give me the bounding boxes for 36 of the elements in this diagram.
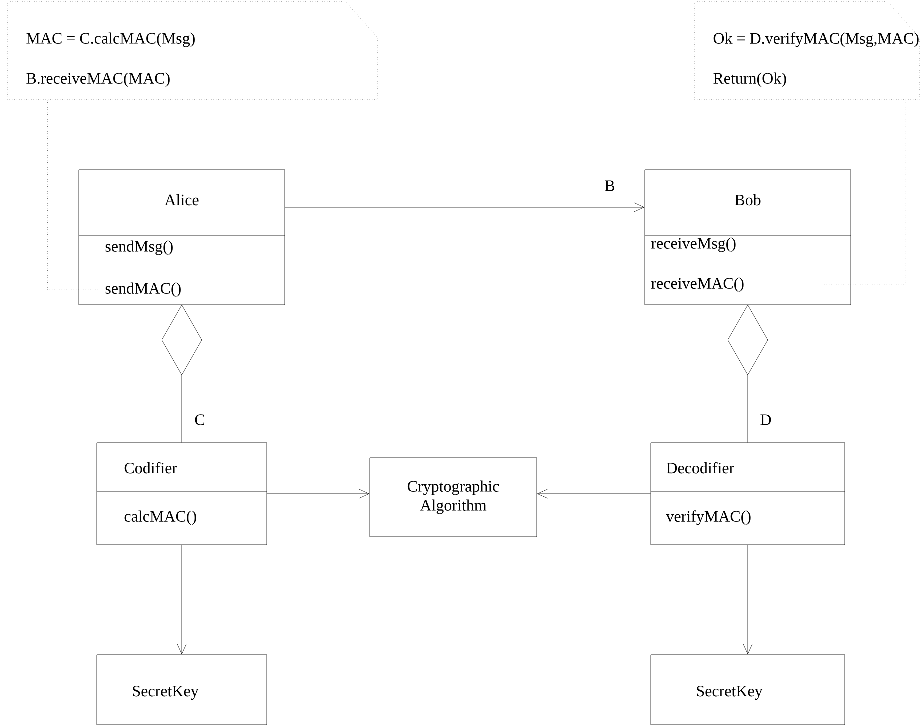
note-text: Return(Ok) [714,72,786,88]
edge-label: C [194,414,206,426]
edge-label: B [604,180,616,192]
class-name: Decodifier [666,462,734,474]
method-name: sendMsg() [106,240,173,256]
class-box [650,654,846,726]
class-name: Codifier [124,462,178,474]
class-name: Bob [735,194,761,206]
note-text: MAC = C.calcMAC(Msg) [26,32,195,48]
class-box [650,442,846,546]
note-text: B.receiveMAC(MAC) [26,72,170,88]
note [694,2,920,100]
arrow [538,489,651,499]
note [8,2,378,100]
arrow [743,544,753,654]
method-name: receiveMsg() [652,238,736,252]
method-name: receiveMAC() [652,278,744,292]
class-name: Alice [164,194,199,206]
class-box [644,170,852,306]
box-text: Cryptographic Algorithm [408,480,500,514]
class-box [78,170,286,306]
note-connector [821,100,906,286]
edge-label: D [759,414,773,426]
note-text: Ok = D.verifyMAC(Msg,MAC) [714,32,919,48]
arrow [285,202,645,212]
box-text: SecretKey [133,686,199,700]
arrow [177,544,187,654]
method-name: calcMAC() [124,510,196,526]
class-box [96,654,268,726]
box-text: SecretKey [697,686,763,700]
arrow [267,489,370,499]
method-name: sendMAC() [106,282,181,298]
method-name: verifyMAC() [666,510,751,526]
note-connector [48,100,100,290]
class-box [370,458,538,538]
class-box [96,442,268,546]
